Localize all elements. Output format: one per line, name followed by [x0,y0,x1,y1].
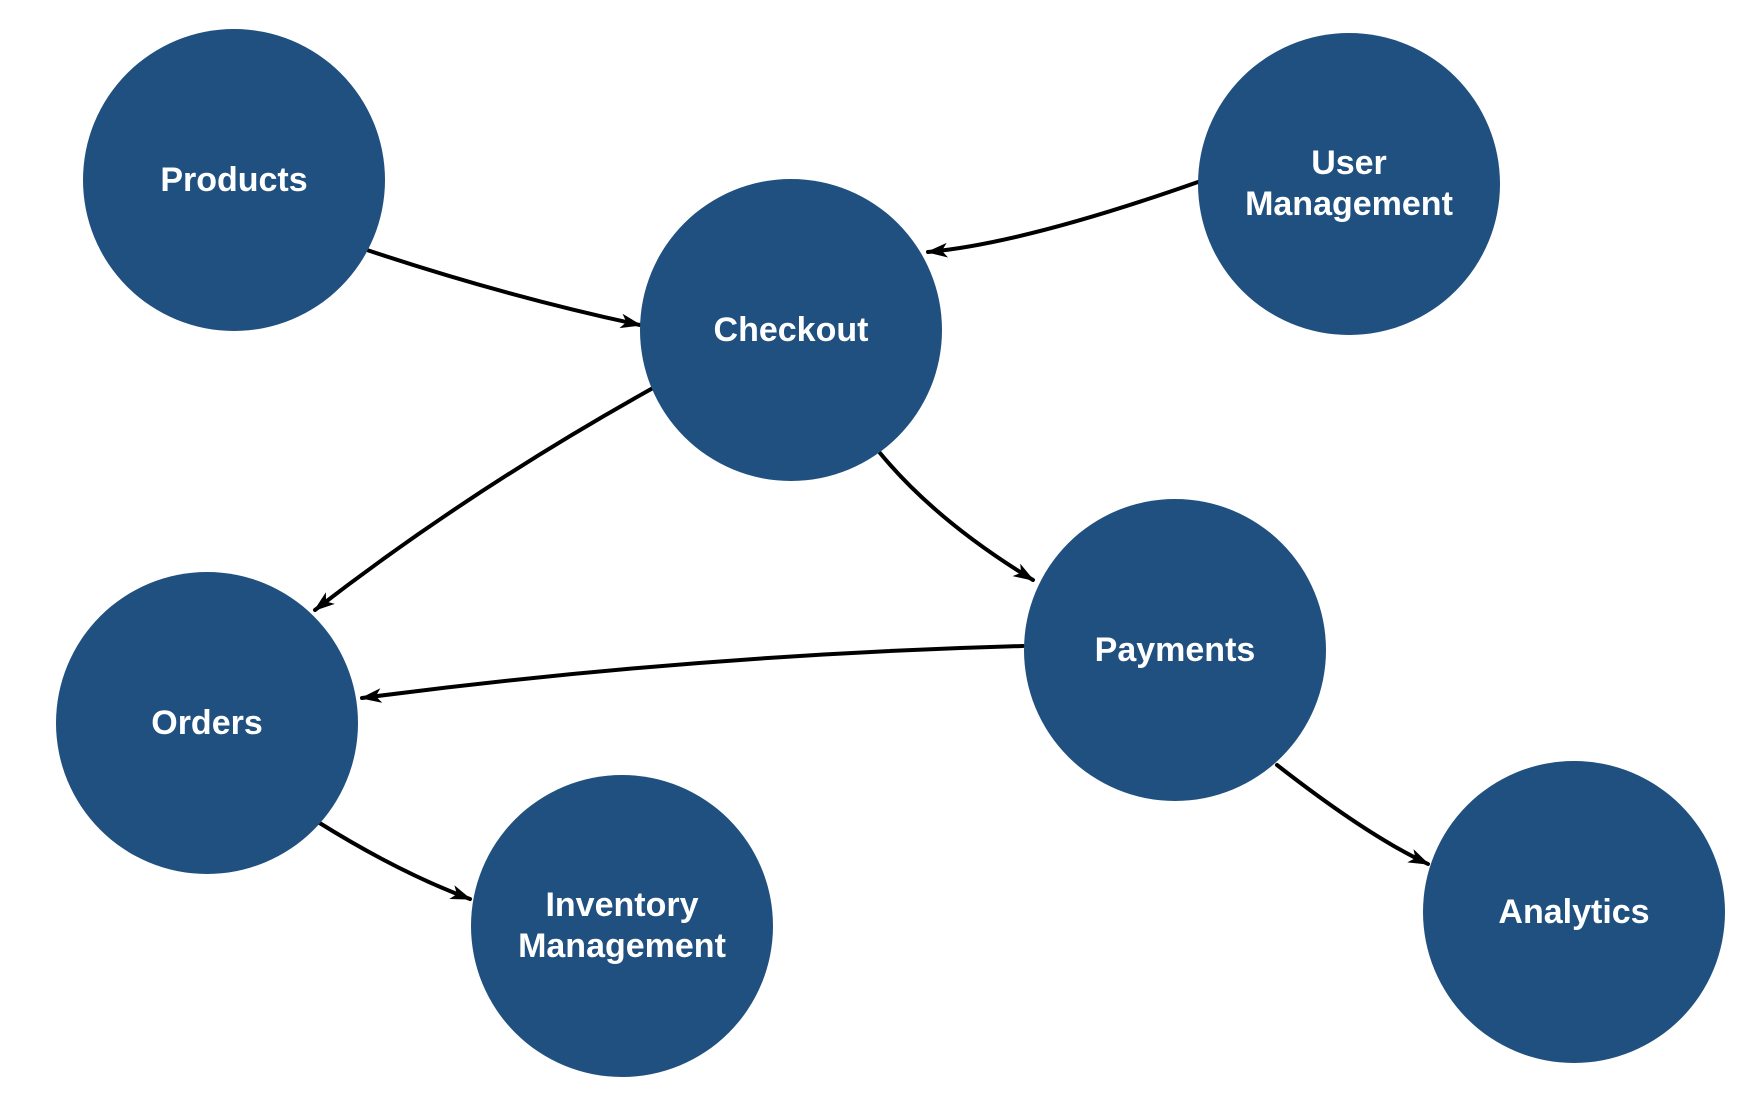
node-user-management: User Management [1198,33,1500,335]
edge-orders-inventory-management [316,820,472,901]
node-label: Inventory Management [518,886,726,965]
node-label: Orders [151,703,263,742]
edge-checkout-payments [878,451,1035,582]
node-label: Analytics [1498,892,1650,931]
node-label: User Management [1245,144,1453,223]
node-inventory-management: Inventory Management [471,775,773,1077]
node-checkout: Checkout [640,179,942,481]
node-label: Payments [1094,630,1256,669]
node-orders: Orders [56,572,358,874]
node-label: Checkout [713,310,869,349]
node-label: Products [160,160,308,199]
node-products: Products [83,29,385,331]
edge-checkout-orders [313,386,655,612]
node-analytics: Analytics [1423,761,1725,1063]
edge-products-checkout [365,248,642,329]
edge-payments-orders [360,644,1025,703]
node-payments: Payments [1024,499,1326,801]
edge-user-management-checkout [926,180,1200,258]
edge-payments-analytics [1275,763,1430,866]
